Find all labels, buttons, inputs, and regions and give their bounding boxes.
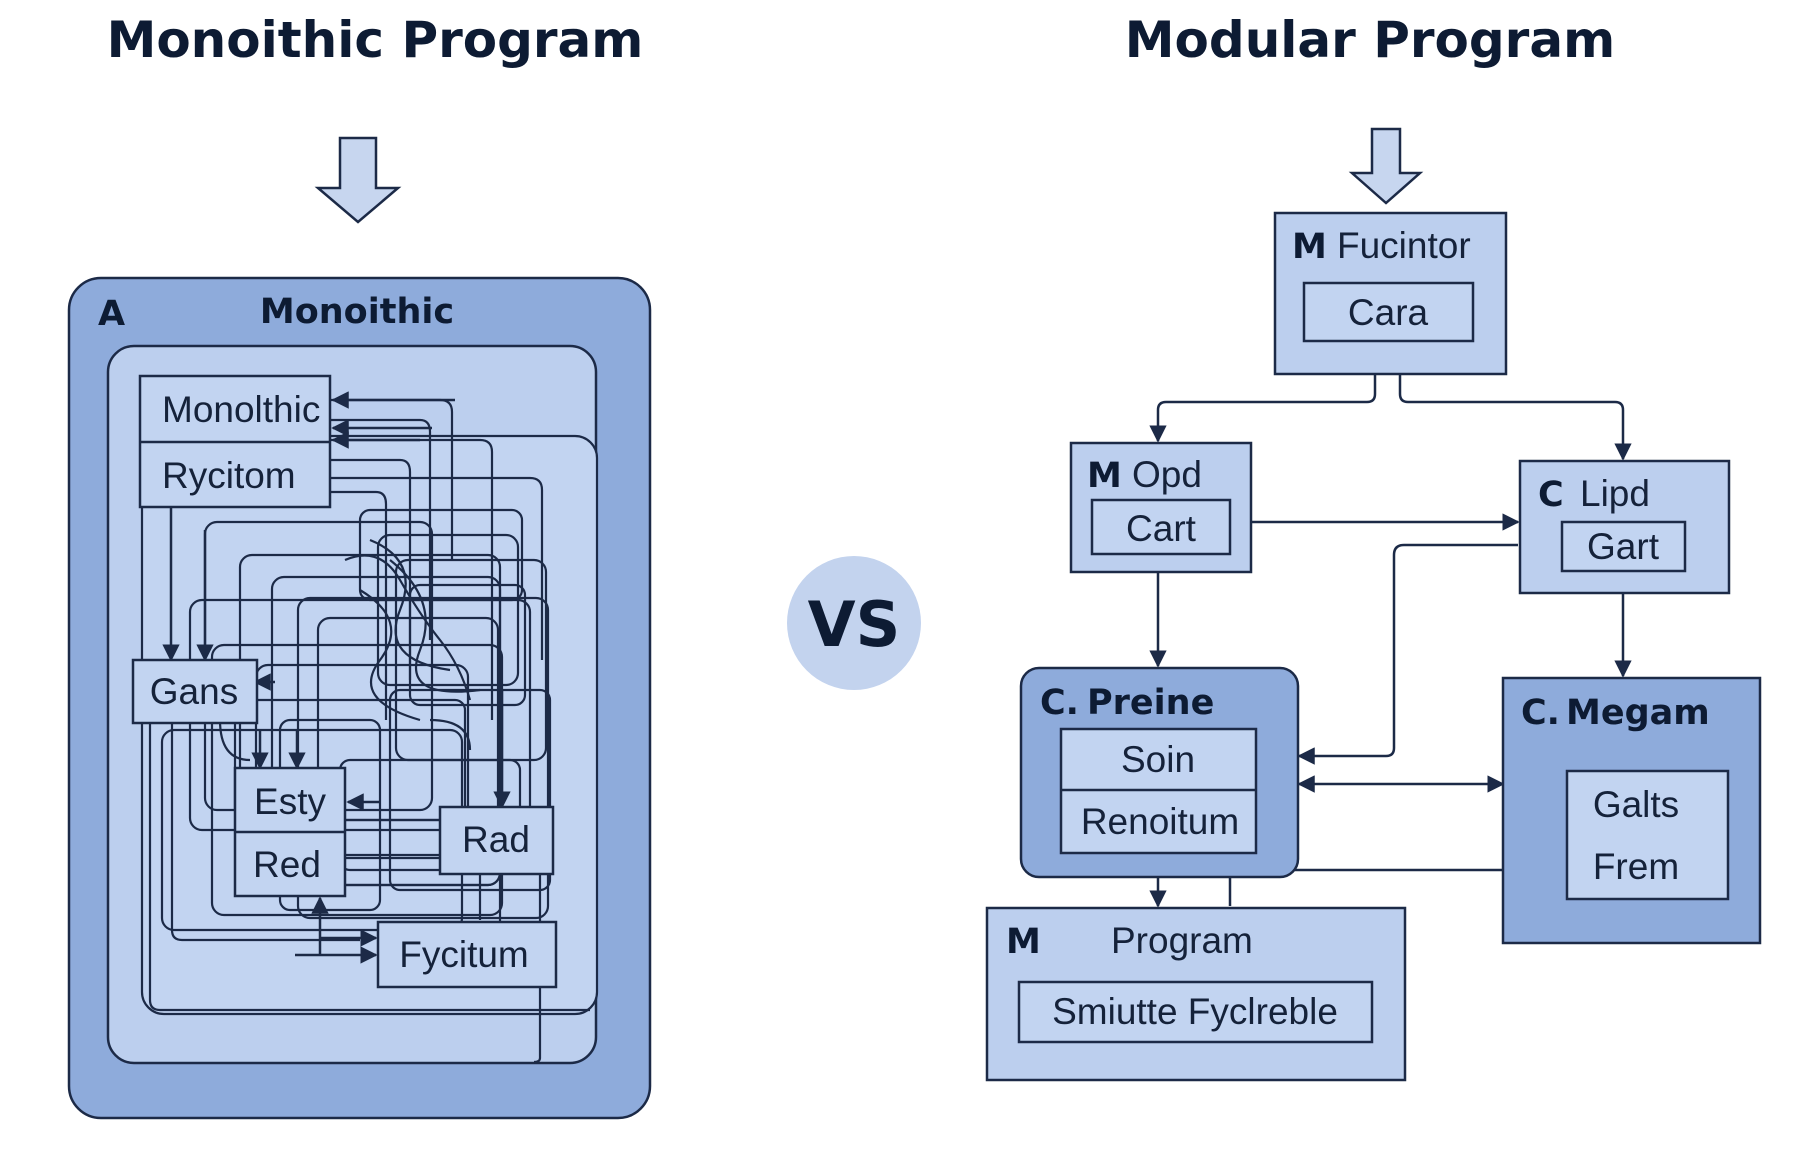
module-preine: C. Preine Soin Renoitum: [1019, 666, 1300, 879]
module-rad: Rad: [438, 805, 555, 876]
module-program: M Program Smiutte Fyclreble: [985, 906, 1407, 1082]
module-fucintor-prefix: M: [1292, 227, 1327, 267]
module-red-label: Red: [253, 844, 321, 885]
module-lipd-prefix: C: [1538, 475, 1564, 515]
module-program-inner: Smiutte Fyclreble: [1052, 991, 1338, 1032]
module-preine-prefix: C.: [1040, 683, 1079, 723]
module-rad-label: Rad: [462, 819, 530, 860]
module-fucintor-title: Fucintor: [1337, 225, 1471, 266]
monolith-arrows: [162, 391, 511, 964]
module-lipd-inner: Gart: [1587, 526, 1660, 567]
module-opd-title: Opd: [1132, 454, 1202, 495]
module-lipd: C Lipd Gart: [1518, 459, 1731, 595]
module-megam-row2: Frem: [1593, 846, 1679, 887]
module-megam: C. Megam Galts Frem: [1501, 676, 1762, 945]
module-esty-label: Esty: [254, 781, 326, 822]
module-preine-title: Preine: [1087, 683, 1214, 723]
module-program-prefix: M: [1006, 922, 1041, 962]
module-gans: Gans: [131, 658, 259, 725]
module-lipd-title: Lipd: [1580, 473, 1650, 514]
module-esty-red: Esty Red: [233, 766, 347, 898]
monolith-header: Monoithic: [260, 292, 454, 332]
left-input-arrow-icon: [314, 136, 402, 224]
module-opd: M Opd Cart: [1069, 441, 1253, 574]
module-preine-row1: Soin: [1121, 739, 1195, 780]
monolith-badge: A: [98, 294, 125, 334]
vs-badge: VS: [787, 556, 921, 690]
vs-label: VS: [808, 588, 901, 661]
modular-title: Modular Program: [1125, 11, 1615, 69]
module-fucintor-inner: Cara: [1348, 292, 1429, 333]
module-megam-title: Megam: [1566, 693, 1710, 733]
module-opd-prefix: M: [1087, 456, 1122, 496]
module-megam-row1: Galts: [1593, 784, 1679, 825]
module-opd-inner: Cart: [1126, 508, 1197, 549]
module-monolthic-label: Monolthic: [162, 389, 320, 430]
module-megam-prefix: C.: [1521, 693, 1560, 733]
module-fycitum: Fycitum: [376, 920, 558, 989]
module-rycitom-label: Rycitom: [162, 455, 296, 496]
module-monolthic-rycitom: Monolthic Rycitom: [138, 374, 332, 509]
module-fycitum-label: Fycitum: [399, 934, 529, 975]
module-fucintor: M Fucintor Cara: [1273, 211, 1508, 376]
right-input-arrow-icon: [1348, 127, 1424, 205]
module-program-title: Program: [1111, 920, 1253, 961]
module-preine-row2: Renoitum: [1081, 801, 1239, 842]
module-gans-label: Gans: [150, 671, 238, 712]
monolithic-title: Monoithic Program: [107, 11, 644, 69]
